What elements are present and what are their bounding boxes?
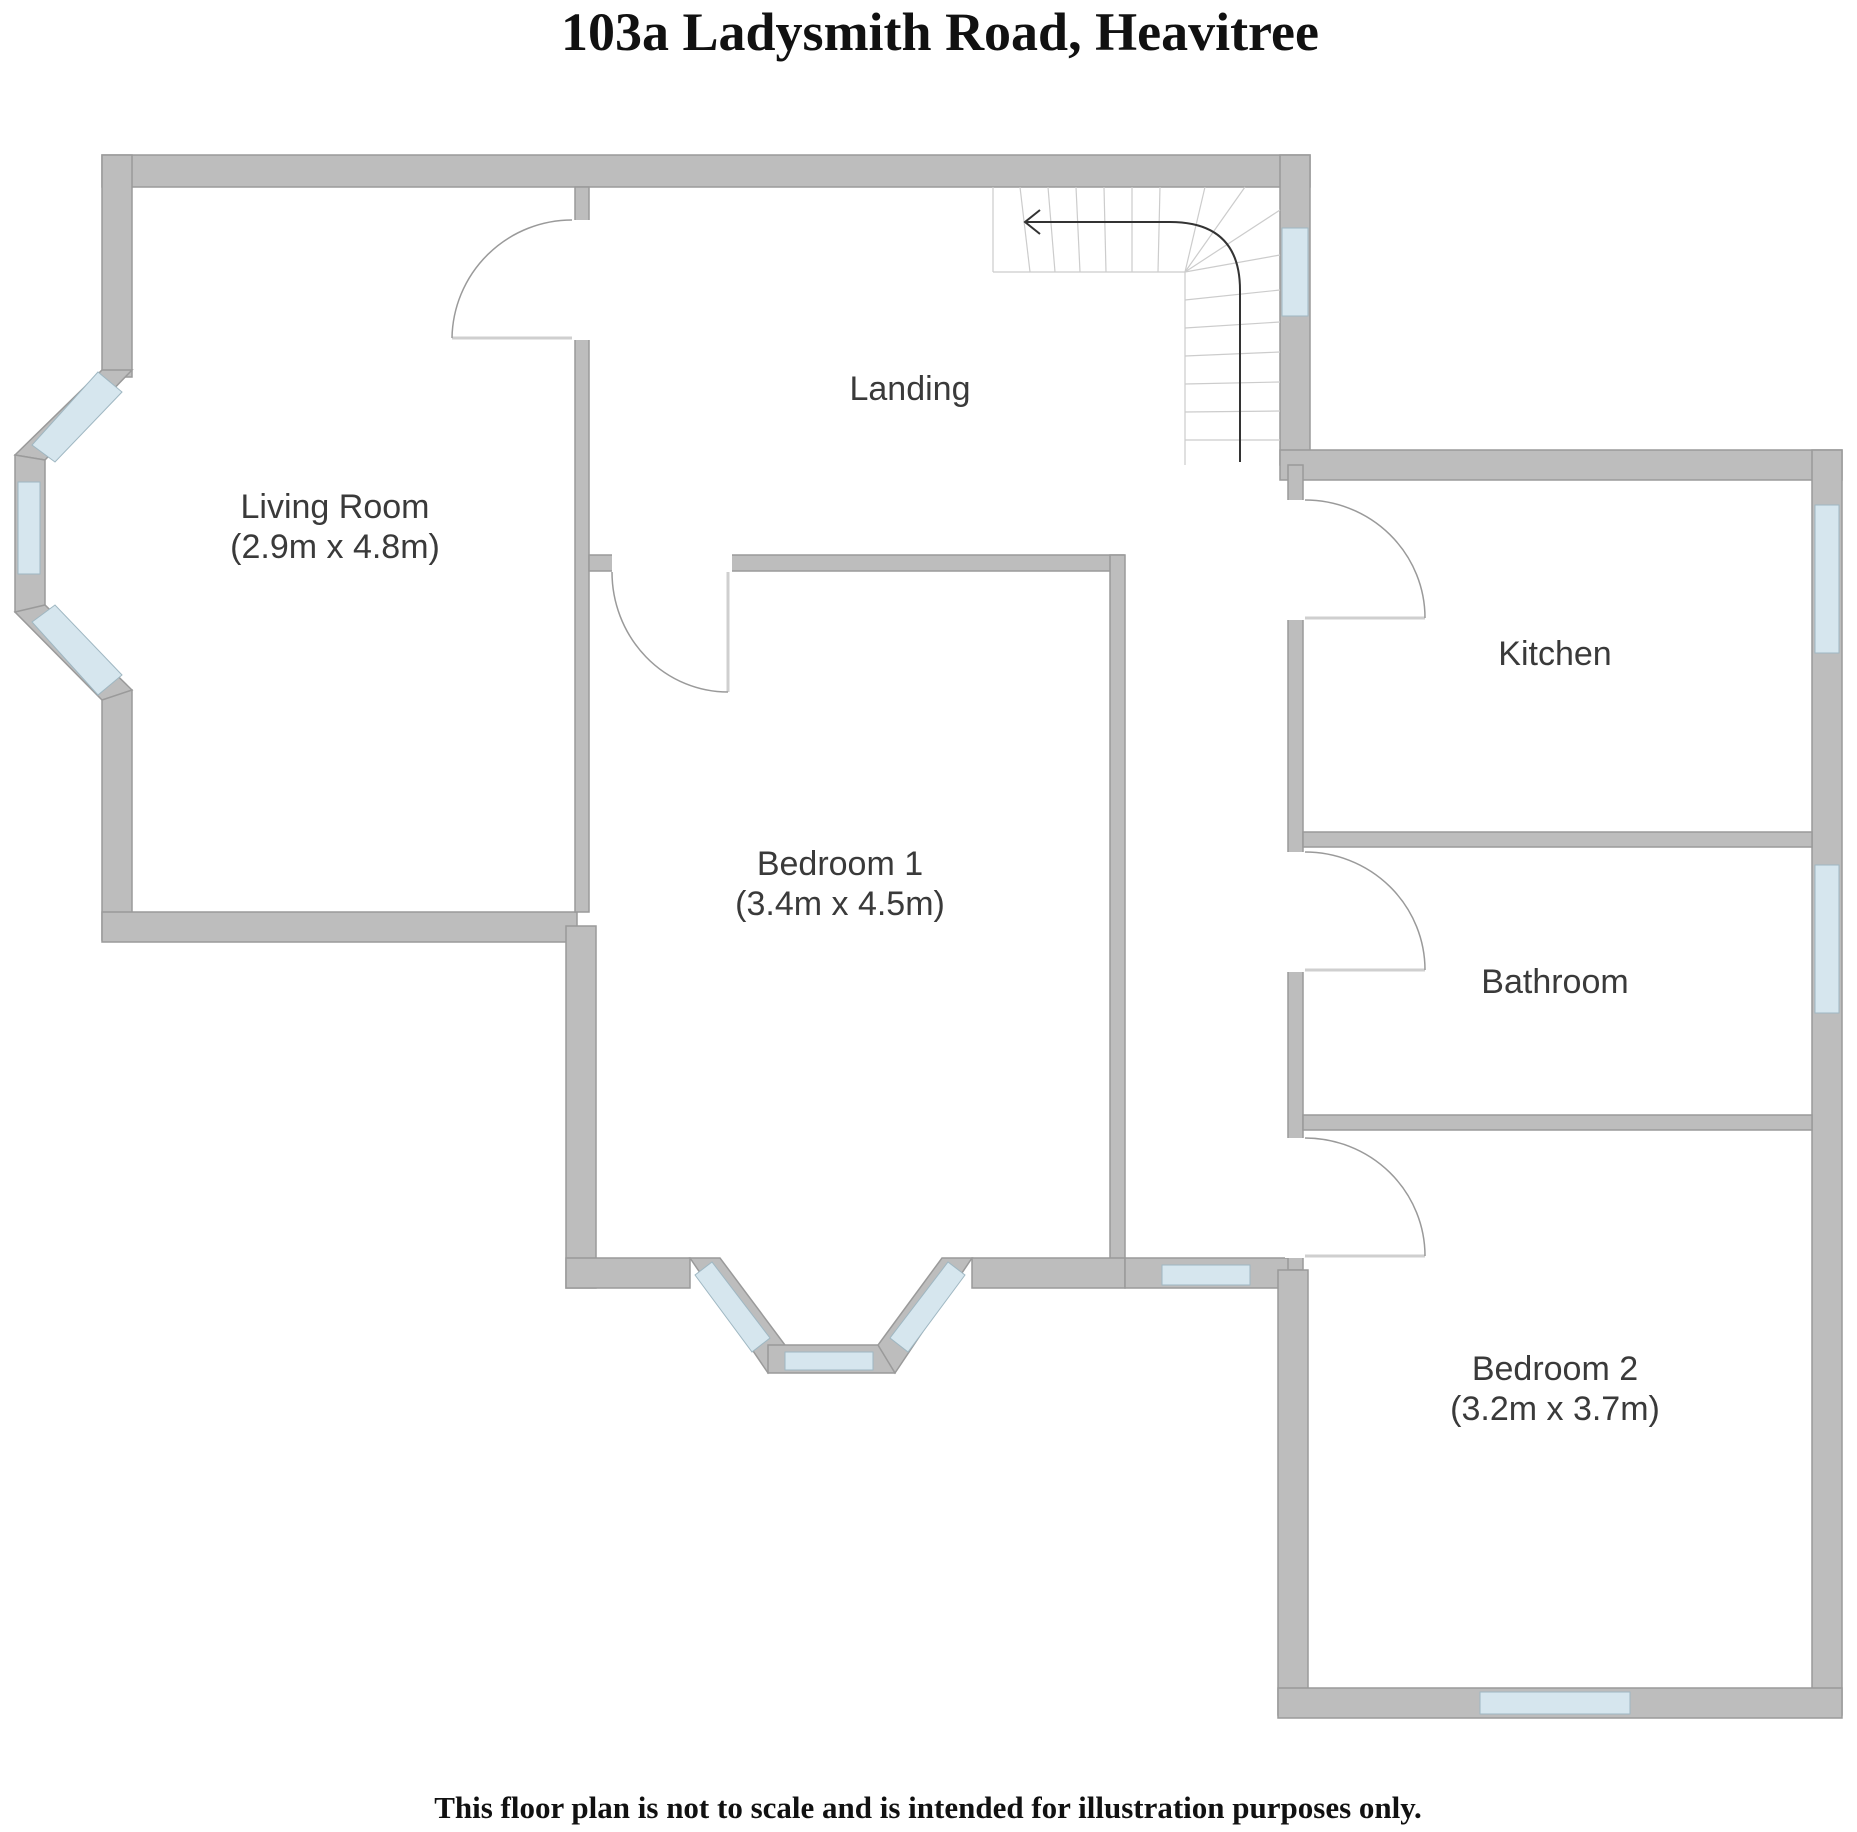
stair-tread bbox=[1047, 186, 1056, 273]
door-gap-kitchen bbox=[1285, 500, 1307, 620]
window-living-bay-upper bbox=[31, 371, 123, 463]
stair-tread bbox=[1184, 254, 1281, 273]
label-bathroom: Bathroom bbox=[1481, 963, 1628, 1001]
label-bedroom-1: Bedroom 1 bbox=[757, 845, 923, 883]
window-bathroom bbox=[1814, 864, 1840, 1014]
stair-tread bbox=[1184, 381, 1281, 385]
stair-tread bbox=[1184, 209, 1281, 273]
stair-tread bbox=[1184, 186, 1246, 273]
stair-arrow-head bbox=[1023, 209, 1041, 235]
stair-tread bbox=[1184, 351, 1281, 357]
door-swing-bathroom bbox=[1304, 851, 1426, 971]
window-bedroom2 bbox=[1479, 1691, 1631, 1715]
window-kitchen bbox=[1814, 504, 1840, 654]
stair-tread bbox=[1184, 410, 1281, 413]
stair-tread bbox=[1103, 186, 1107, 273]
door-gap-bedroom1 bbox=[612, 552, 732, 572]
wall-living-left-lower bbox=[101, 689, 133, 941]
door-gap-bathroom bbox=[1285, 852, 1307, 972]
stair-direction-arrow bbox=[1025, 221, 1241, 462]
label-living-room-size: (2.9m x 4.8m) bbox=[230, 528, 440, 566]
wall-bedroom1-bottom-left bbox=[565, 1257, 691, 1289]
window-stairs bbox=[1281, 227, 1309, 317]
window-bedroom1-bay-right bbox=[889, 1261, 966, 1353]
door-gap-living bbox=[572, 220, 592, 340]
label-bedroom-2-size: (3.2m x 3.7m) bbox=[1450, 1390, 1660, 1428]
wall-east-right bbox=[1811, 449, 1843, 1716]
room-labels: Living Room (2.9m x 4.8m) Landing Bedroo… bbox=[230, 370, 1660, 1428]
disclaimer: This floor plan is not to scale and is i… bbox=[434, 1790, 1422, 1825]
window-corridor bbox=[1161, 1264, 1251, 1286]
wall-living-left-upper bbox=[101, 154, 133, 378]
stair-tread bbox=[1157, 186, 1161, 273]
label-bedroom-1-size: (3.4m x 4.5m) bbox=[735, 885, 945, 923]
window-bedroom1-bay-mid bbox=[784, 1351, 874, 1371]
label-landing: Landing bbox=[849, 370, 970, 408]
wall-bedroom1-bottom-right bbox=[971, 1257, 1126, 1289]
door-swing-bedroom1 bbox=[611, 571, 729, 693]
doors bbox=[451, 219, 1426, 1258]
door-swing-kitchen bbox=[1304, 499, 1426, 619]
window-living-bay-lower bbox=[31, 604, 123, 696]
plan-title: 103a Ladysmith Road, Heavitree bbox=[561, 2, 1319, 62]
door-swing-living bbox=[451, 219, 573, 339]
stair-tread bbox=[1075, 186, 1081, 273]
label-bedroom-2: Bedroom 2 bbox=[1472, 1350, 1638, 1388]
windows bbox=[17, 227, 1840, 1715]
stair-tread bbox=[1184, 289, 1281, 301]
staircase bbox=[992, 186, 1281, 465]
wall-bedroom1-left bbox=[565, 925, 597, 1289]
label-living-room: Living Room bbox=[241, 488, 430, 526]
stair-tread bbox=[1019, 186, 1031, 273]
wall-bedroom1-right bbox=[1109, 554, 1126, 1261]
wall-kitchen-bathroom bbox=[1302, 831, 1813, 848]
window-bedroom1-bay-left bbox=[694, 1261, 771, 1353]
label-kitchen: Kitchen bbox=[1498, 635, 1611, 673]
stair-tread bbox=[1184, 321, 1281, 329]
stair-tread bbox=[1184, 186, 1206, 273]
door-gap-bedroom2 bbox=[1285, 1138, 1307, 1258]
window-living-bay-mid bbox=[17, 481, 41, 575]
wall-kitchen-top bbox=[1279, 449, 1843, 481]
door-swing-bedroom2 bbox=[1304, 1137, 1426, 1257]
wall-bedroom2-left bbox=[1277, 1269, 1309, 1716]
wall-living-landing bbox=[574, 186, 590, 913]
wall-top bbox=[101, 154, 1311, 188]
wall-living-bottom bbox=[101, 911, 578, 943]
wall-bathroom-bedroom2 bbox=[1302, 1114, 1813, 1131]
